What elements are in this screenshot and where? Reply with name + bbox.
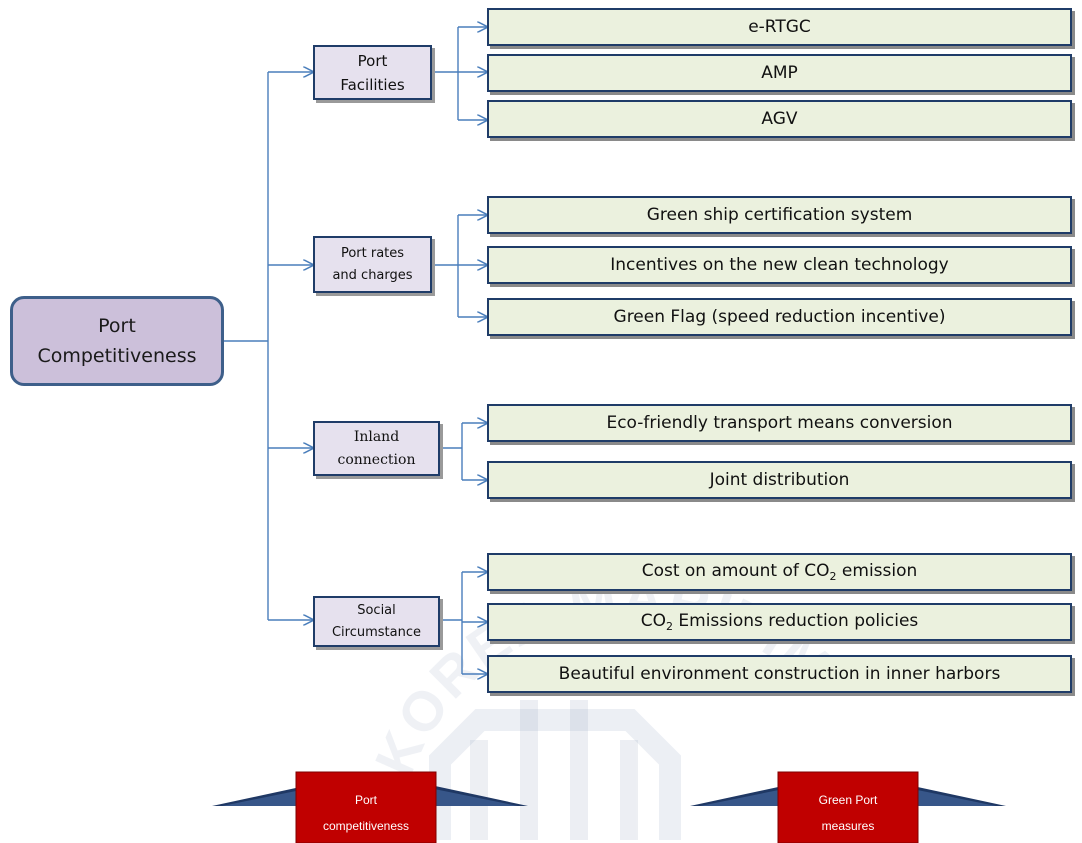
category-port-rates: Port rates and charges (313, 236, 432, 293)
category-social-circumstance: Social Circumstance (313, 596, 440, 647)
category-line2: Circumstance (331, 624, 422, 640)
category-inland-connection: Inland connection (313, 421, 440, 476)
leaf-text-part: Emissions reduction policies (672, 611, 919, 631)
subscript-2: 2 (829, 570, 837, 583)
category-line1: Port rates (340, 245, 405, 261)
leaf-text: Green ship certification system (646, 205, 913, 225)
leaf-text: Beautiful environment construction in in… (558, 664, 1001, 684)
category-line2: connection (337, 451, 416, 468)
leaf-e-rtgc: e-RTGC (487, 8, 1072, 46)
leaf-incentives-clean-technology: Incentives on the new clean technology (487, 246, 1072, 284)
leaf-agv: AGV (487, 100, 1072, 138)
arrow-label-line1: Port (354, 793, 377, 807)
leaf-joint-distribution: Joint distribution (487, 461, 1072, 499)
category-line1: Inland (353, 428, 400, 445)
root-node-port-competitiveness: Port Competitiveness (10, 296, 224, 386)
leaf-text: CO2 Emissions reduction policies (641, 611, 919, 633)
arrow-label-line2: competitiveness (322, 819, 410, 833)
leaf-text: Green Flag (speed reduction incentive) (613, 307, 946, 327)
root-node-line1: Port (98, 315, 136, 337)
category-line1: Port (357, 51, 388, 70)
port-competitiveness-arrow-label: Port competitiveness (296, 787, 436, 839)
leaf-text: Joint distribution (709, 470, 850, 490)
leaf-green-flag: Green Flag (speed reduction incentive) (487, 298, 1072, 336)
green-port-measures-arrow (690, 771, 1006, 843)
category-line2: and charges (332, 267, 413, 283)
leaf-text: Eco-friendly transport means conversion (606, 413, 953, 433)
leaf-text-part: CO (640, 611, 666, 631)
leaf-green-ship-certification: Green ship certification system (487, 196, 1072, 234)
leaf-text-part: emission (836, 561, 918, 581)
leaf-text: AGV (761, 109, 798, 129)
category-port-facilities: Port Facilities (313, 45, 432, 100)
arrow-label-line1: Green Port (818, 793, 878, 807)
leaf-amp: AMP (487, 54, 1072, 92)
leaf-co2-reduction-policies: CO2 Emissions reduction policies (487, 603, 1072, 641)
leaf-text: Incentives on the new clean technology (610, 255, 949, 275)
leaf-text: AMP (761, 63, 798, 83)
leaf-eco-friendly-transport: Eco-friendly transport means conversion (487, 404, 1072, 442)
leaf-beautiful-environment: Beautiful environment construction in in… (487, 655, 1072, 693)
root-node-line2: Competitiveness (37, 345, 197, 367)
arrow-label-line2: measures (821, 819, 875, 833)
green-port-measures-arrow-label: Green Port measures (778, 787, 918, 839)
category-line2: Facilities (340, 75, 405, 94)
leaf-text-part: Cost on amount of CO (641, 561, 830, 581)
leaf-text: Cost on amount of CO2 emission (642, 561, 918, 583)
leaf-cost-co2-emission: Cost on amount of CO2 emission (487, 553, 1072, 591)
subscript-2: 2 (665, 620, 673, 633)
port-competitiveness-arrow (212, 771, 528, 843)
category-line1: Social (357, 602, 396, 618)
leaf-text: e-RTGC (748, 17, 811, 37)
